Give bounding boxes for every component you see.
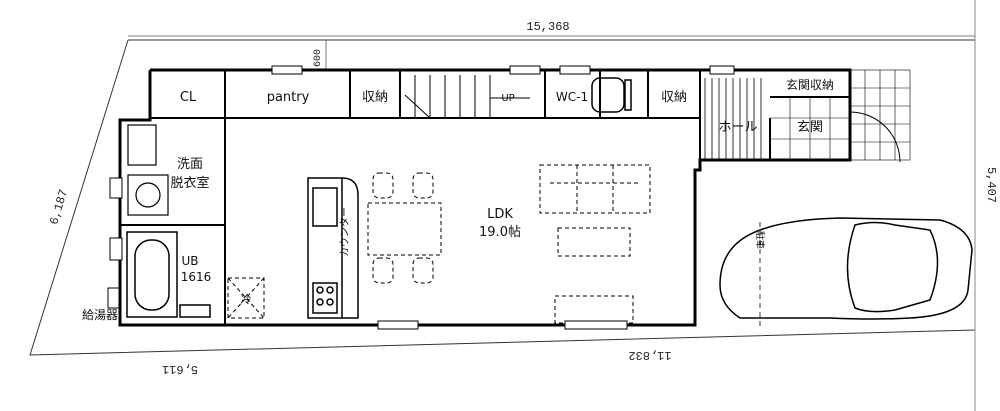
- entrance-door: [849, 111, 901, 163]
- label-entrance-storage: 玄関収納: [786, 77, 834, 92]
- dimension-left: 6,187: [47, 188, 71, 227]
- label-storage-1: 収納: [362, 90, 388, 105]
- label-fridge: 冷: [241, 293, 252, 306]
- toilet-fixture: [591, 77, 632, 113]
- site-boundary: [29, 0, 976, 411]
- dimension-top-small: 600: [313, 49, 324, 67]
- dimension-lines: [128, 35, 975, 70]
- dimension-right: 5,407: [984, 167, 998, 203]
- windows: [109, 65, 735, 330]
- dimension-bottom-left: 5,611: [162, 362, 198, 376]
- label-hall: ホール: [718, 120, 757, 135]
- exterior-steps-grid: [849, 69, 911, 161]
- labels: CL pantry 収納 UP WC-1 収納 玄関収納 ホール 玄関 洗面 脱…: [82, 77, 834, 322]
- label-counter: カウンター: [339, 207, 351, 257]
- exterior-walls: [118, 68, 852, 327]
- label-entrance: 玄関: [797, 120, 823, 135]
- staircase: [404, 75, 530, 119]
- dining-set: [367, 172, 442, 284]
- label-ub-2: 1616: [181, 270, 212, 284]
- label-up: UP: [501, 93, 514, 104]
- label-wc: WC-1: [556, 90, 588, 104]
- label-washroom-1: 洗面: [177, 157, 203, 172]
- label-parking: 駐車: [754, 231, 766, 249]
- car: [719, 217, 973, 326]
- hall-floor-pattern: [704, 78, 762, 160]
- label-storage-2: 収納: [661, 90, 687, 105]
- washroom-fixtures: [127, 124, 169, 216]
- label-pantry: pantry: [267, 90, 310, 105]
- interior-walls: [120, 70, 850, 325]
- refrigerator: [227, 277, 265, 319]
- label-washroom-2: 脱衣室: [170, 175, 209, 191]
- water-heater-box: [107, 287, 121, 309]
- coffee-table: [557, 227, 631, 257]
- label-cl: CL: [180, 90, 197, 105]
- dimension-bottom-right: 11,832: [628, 348, 671, 362]
- label-ldk-2: 19.0帖: [479, 225, 521, 240]
- dimension-top: 15,368: [526, 20, 569, 34]
- kitchen-counter: [307, 177, 359, 319]
- entrance-floor-grid: [770, 97, 850, 160]
- dimension-labels: 15,368 600 6,187 5,407 11,832 5,611: [47, 20, 998, 376]
- sofa: [539, 164, 651, 214]
- label-water-heater: 給湯器: [82, 308, 118, 322]
- tv-stand: [554, 295, 634, 324]
- label-ub-1: UB: [181, 254, 198, 268]
- label-ldk-1: LDK: [487, 207, 513, 222]
- bathtub: [126, 231, 211, 318]
